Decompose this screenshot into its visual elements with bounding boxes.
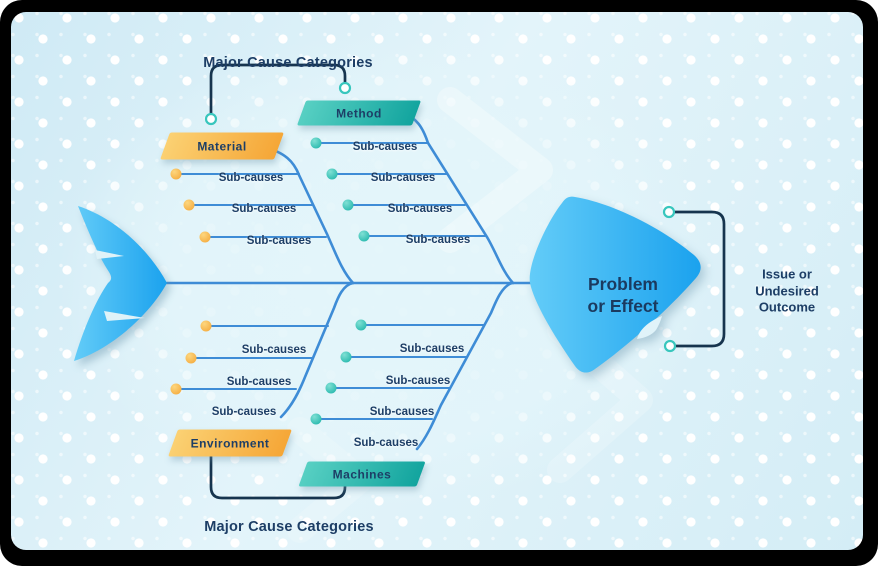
head-label-line1: Problem [587, 274, 659, 294]
category-box-machines: Machines [298, 461, 426, 487]
diagram-art-layer [74, 63, 726, 543]
subcause-label: Sub-causes [399, 343, 465, 355]
fish-tail [74, 206, 167, 361]
branch-line-environment [279, 281, 355, 419]
subcause-label: Sub-causes [405, 234, 471, 246]
teal-bullets [310, 137, 370, 425]
branch-line-material [261, 145, 355, 285]
subcause-label: Sub-causes [241, 344, 307, 356]
tail-slit-bottom [104, 311, 145, 321]
subcause-label: Sub-causes [226, 376, 292, 388]
annotation-brackets [209, 63, 726, 500]
subcause-lines-material [175, 173, 327, 238]
fish-head [529, 196, 701, 373]
problem-or-effect-label: Problem or Effect [588, 273, 659, 317]
outcome-line2: Undesired [755, 282, 819, 298]
subcause-label: Sub-causes [385, 375, 451, 387]
outcome-line1: Issue or [762, 266, 812, 282]
category-label-method: Method [336, 106, 382, 120]
bracket-top [209, 63, 347, 118]
subcause-lines-machines [315, 324, 485, 420]
head-label-line2: or Effect [587, 296, 659, 316]
tail-slit-top [95, 250, 124, 259]
subcause-label: Sub-causes [369, 406, 435, 418]
bracket-right [671, 210, 726, 348]
subcause-lines-method [315, 142, 486, 237]
subcause-label: Sub-causes [370, 172, 436, 184]
category-label-environment: Environment [190, 436, 270, 450]
branch-line-machines [415, 281, 514, 451]
subcause-label: Sub-causes [352, 141, 418, 153]
annotation-top-label: Major Cause Categories [203, 55, 373, 71]
category-label-material: Material [197, 139, 247, 153]
subcause-label: Sub-causes [218, 172, 284, 184]
subcause-bullets [170, 137, 370, 425]
subcause-label: Sub-causes [387, 203, 453, 215]
bracket-bottom [209, 453, 347, 500]
subcause-lines-environment [175, 325, 329, 390]
outcome-line3: Outcome [758, 299, 816, 315]
subcause-label: Sub-causes [231, 203, 297, 215]
annotation-bottom-label: Major Cause Categories [204, 519, 374, 535]
orange-bullets [170, 168, 212, 395]
category-box-material: Material [160, 132, 284, 160]
category-box-method: Method [296, 100, 422, 126]
diagram-panel: Material Method Environment Machines Maj… [11, 12, 863, 550]
fish-bones [165, 110, 542, 451]
subcause-label: Sub-causes [246, 235, 312, 247]
category-box-environment: Environment [168, 429, 292, 457]
subcause-label: Sub-causes [211, 406, 277, 418]
category-label-machines: Machines [332, 467, 392, 481]
fish-mouth-notch [637, 316, 662, 339]
subcause-label: Sub-causes [353, 437, 419, 449]
issue-outcome-label: Issue or Undesired Outcome [755, 266, 819, 316]
